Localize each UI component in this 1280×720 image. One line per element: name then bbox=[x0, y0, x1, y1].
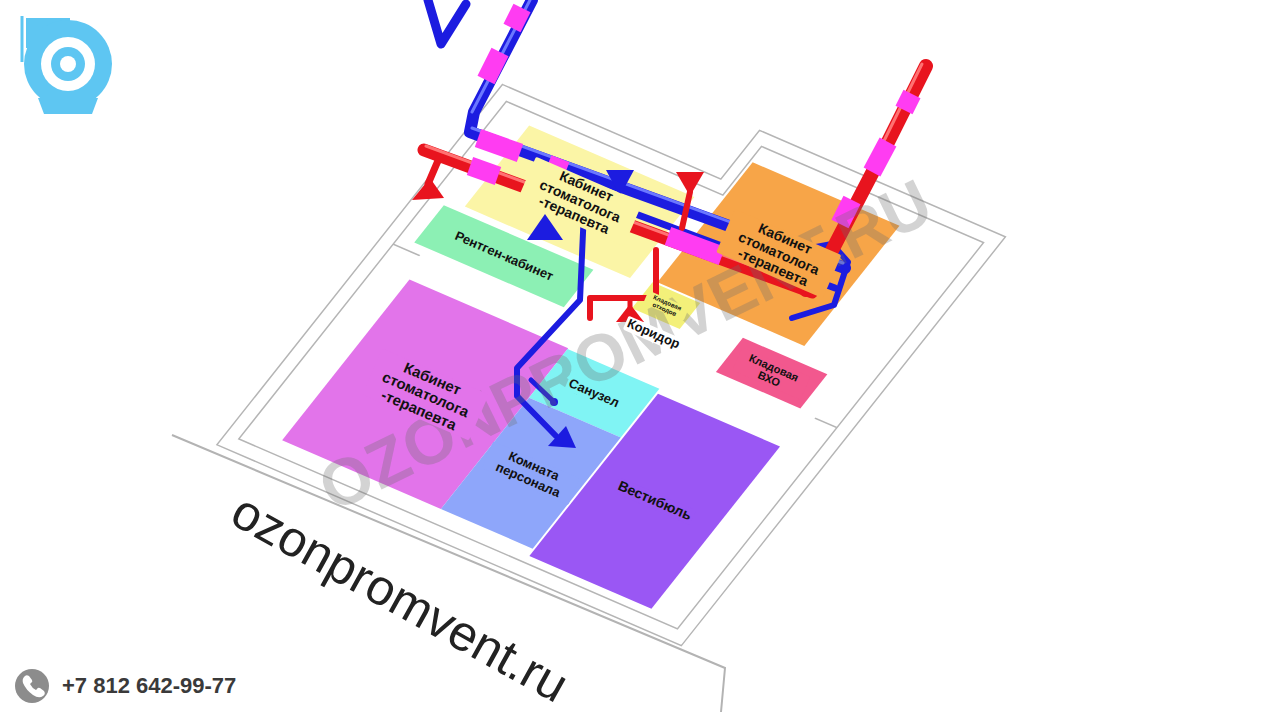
fitting bbox=[512, 8, 522, 28]
fitting bbox=[470, 166, 498, 176]
phone-number: +7 812 642-99-77 bbox=[62, 673, 236, 699]
phone-icon-layer bbox=[0, 0, 60, 720]
room-label: Комната персонала bbox=[482, 441, 580, 505]
phone-icon bbox=[15, 669, 49, 703]
diffuser bbox=[527, 214, 563, 240]
logo-ring bbox=[51, 47, 85, 81]
blue-highlight bbox=[472, 0, 530, 112]
partition-wall bbox=[815, 418, 837, 428]
room-fill bbox=[716, 338, 827, 409]
room-label: Санузел bbox=[565, 375, 624, 411]
fitting bbox=[668, 236, 722, 256]
blue-duct bbox=[428, 0, 466, 44]
label-holder: +7 812 642-99-77 bbox=[62, 673, 236, 699]
room-label: Вестибюль bbox=[614, 478, 696, 525]
room-label: Кабинет стоматолога -терапевта bbox=[517, 157, 642, 246]
logo-line bbox=[21, 16, 24, 62]
fitting bbox=[478, 138, 520, 153]
company-logo bbox=[0, 0, 120, 120]
diffuser bbox=[412, 178, 444, 200]
room-label: Кабинет стоматолога -терапевта bbox=[716, 209, 841, 298]
room-label: Кабинет стоматолога -терапевта bbox=[362, 348, 488, 440]
diffuser bbox=[548, 426, 576, 448]
partition-wall bbox=[393, 244, 420, 256]
room-label: Кладовая отходов bbox=[643, 291, 689, 321]
logo-hub bbox=[60, 56, 76, 72]
phone-handset bbox=[23, 675, 45, 697]
red-duct bbox=[682, 192, 690, 228]
diffuser bbox=[676, 172, 704, 196]
logo-housing bbox=[24, 20, 112, 108]
logo-ring bbox=[41, 37, 95, 91]
fitting bbox=[904, 94, 912, 110]
fitting bbox=[872, 142, 888, 172]
logo-foot bbox=[38, 98, 98, 114]
fitting bbox=[486, 52, 500, 80]
